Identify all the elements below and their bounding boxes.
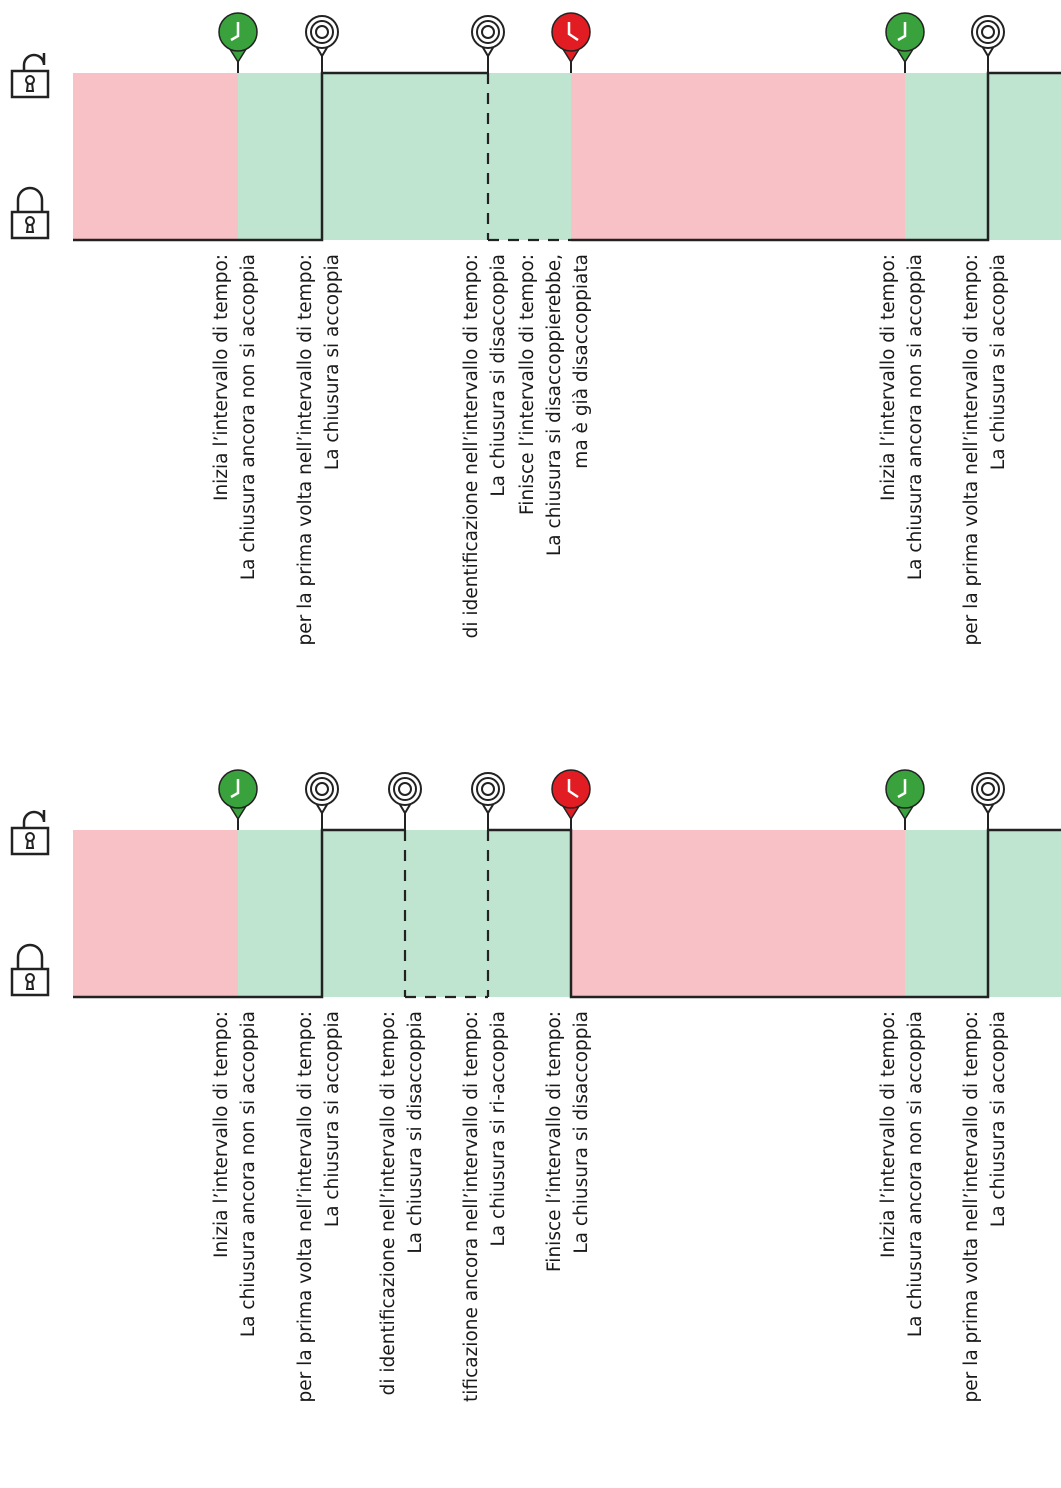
key-fob-icon: [471, 15, 505, 73]
event-label-line: La chiusura si accoppia: [322, 254, 343, 470]
lock-state-line: [73, 71, 1061, 242]
event-label-line: Inizia l’intervallo di tempo:: [878, 1011, 899, 1258]
event-label-line: La chiusura si disaccoppia: [571, 1011, 592, 1254]
event-label: Finisce l’intervallo di tempo: La chiusur…: [517, 254, 592, 556]
locked-time-zone: [73, 830, 238, 997]
event-label-line: La chiusura si accoppia: [322, 1011, 343, 1227]
alternative-state-line: [403, 830, 490, 999]
event-label-line: Inizia l’intervallo di tempo:: [878, 254, 899, 501]
event-label: Inizia l’intervallo di tempo: La chiusura…: [211, 254, 259, 580]
event-label: per la prima volta nell’intervallo di te…: [295, 1011, 343, 1402]
key-fob-icon: [388, 772, 422, 830]
green-clock-icon: [885, 12, 925, 73]
event-label-line: La chiusura si disaccoppia: [488, 254, 509, 497]
event-label-line: per la prima volta nell’intervallo di te…: [295, 254, 316, 645]
padlock-open-icon: [10, 808, 50, 856]
event-label-line: tificazione ancora nell’intervallo di te…: [461, 1011, 482, 1402]
event-label: per la prima volta nell’intervallo di te…: [295, 254, 343, 645]
green-clock-icon: [885, 769, 925, 830]
padlock-closed-icon: [10, 186, 50, 240]
key-fob-icon: [971, 772, 1005, 830]
event-label-line: La chiusura ancora non si accoppia: [905, 254, 926, 580]
event-label-line: La chiusura si disaccoppia: [405, 1011, 426, 1254]
padlock-closed-icon: [10, 943, 50, 997]
event-label: Inizia l’intervallo di tempo: La chiusura…: [878, 1011, 926, 1337]
key-fob-icon: [971, 15, 1005, 73]
event-label-line: La chiusura si ri-accoppia: [488, 1011, 509, 1247]
event-label-line: La chiusura si disaccoppierebbe,: [544, 254, 565, 556]
event-label-line: La chiusura ancora non si accoppia: [238, 254, 259, 580]
event-label-line: per la prima volta nell’intervallo di te…: [961, 254, 982, 645]
key-fob-icon: [471, 772, 505, 830]
locked-time-zone: [73, 73, 238, 240]
event-label-line: di identificazione nell’intervallo di te…: [378, 1011, 399, 1395]
event-label-line: di identificazione nell’intervallo di te…: [461, 254, 482, 638]
event-label: tificazione ancora nell’intervallo di te…: [461, 1011, 509, 1402]
event-label: Finisce l’intervallo di tempo: La chiusur…: [544, 1011, 592, 1272]
red-clock-icon: [551, 769, 591, 830]
unlocked-time-zone: [238, 73, 571, 240]
scenario-top: Inizia l’intervallo di tempo: La chiusura…: [10, 12, 1061, 645]
lock-state-line: [73, 828, 1061, 999]
event-label-line: La chiusura si accoppia: [988, 254, 1009, 470]
green-clock-icon: [218, 12, 258, 73]
event-label: per la prima volta nell’intervallo di te…: [961, 254, 1009, 645]
unlocked-time-zone: [905, 830, 1061, 997]
alternative-state-line: [486, 73, 571, 242]
event-label: di identificazione nell’intervallo di te…: [378, 1011, 426, 1395]
event-label-line: ma è già disaccoppiata: [571, 254, 592, 469]
locked-time-zone: [571, 830, 905, 997]
key-fob-icon: [305, 15, 339, 73]
event-label: Inizia l’intervallo di tempo: La chiusura…: [878, 254, 926, 580]
scenario-bottom: Inizia l’intervallo di tempo: La chiusura…: [10, 769, 1061, 1402]
event-label-line: Inizia l’intervallo di tempo:: [211, 254, 232, 501]
event-label: di identificazione nell’intervallo di te…: [461, 254, 509, 638]
event-label-line: La chiusura ancora non si accoppia: [238, 1011, 259, 1337]
event-label: Inizia l’intervallo di tempo: La chiusura…: [211, 1011, 259, 1337]
unlocked-time-zone: [905, 73, 1061, 240]
event-label-line: Finisce l’intervallo di tempo:: [544, 1011, 565, 1272]
event-label-line: Finisce l’intervallo di tempo:: [517, 254, 538, 515]
key-fob-icon: [305, 772, 339, 830]
event-label-line: Inizia l’intervallo di tempo:: [211, 1011, 232, 1258]
padlock-open-icon: [10, 51, 50, 99]
locked-time-zone: [571, 73, 905, 240]
event-label-line: La chiusura ancora non si accoppia: [905, 1011, 926, 1337]
green-clock-icon: [218, 769, 258, 830]
red-clock-icon: [551, 12, 591, 73]
event-label-line: per la prima volta nell’intervallo di te…: [961, 1011, 982, 1402]
event-label: per la prima volta nell’intervallo di te…: [961, 1011, 1009, 1402]
event-label-line: La chiusura si accoppia: [988, 1011, 1009, 1227]
event-label-line: per la prima volta nell’intervallo di te…: [295, 1011, 316, 1402]
